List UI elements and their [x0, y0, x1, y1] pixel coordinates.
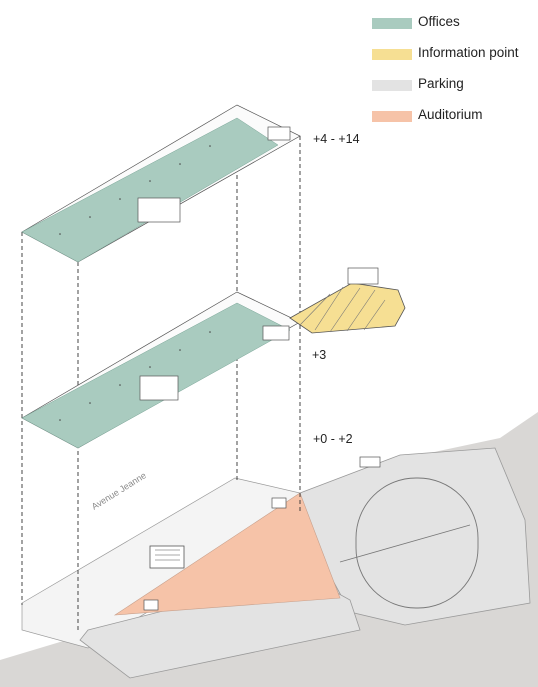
legend-label-auditorium: Auditorium — [418, 107, 483, 122]
stair-core-back — [271, 497, 287, 509]
office-floor-middle — [21, 267, 406, 449]
swatch-auditorium — [372, 111, 412, 122]
street-label: Avenue Jeanne — [90, 470, 148, 512]
stair-core-right — [359, 456, 381, 468]
information-point-area — [289, 282, 406, 334]
track-axis — [339, 524, 471, 563]
swatch-parking — [372, 80, 412, 91]
core-upper-right — [267, 126, 291, 141]
oval-track — [355, 477, 479, 609]
core-middle — [139, 375, 179, 401]
level-label-middle: +3 — [312, 348, 327, 362]
legend-label-parking: Parking — [418, 76, 464, 91]
office-floor-upper — [21, 104, 301, 263]
auditorium-area — [113, 492, 341, 616]
core-middle-right — [262, 325, 290, 341]
level-label-upper: +4 - +14 — [313, 132, 360, 146]
column-marks — [59, 145, 211, 421]
info-point-core — [347, 267, 379, 285]
legend-label-offices: Offices — [418, 14, 460, 29]
legend-label-information-point: Information point — [418, 45, 519, 60]
office-area-upper — [21, 117, 279, 263]
swatch-offices — [372, 18, 412, 29]
office-area-middle — [21, 302, 291, 449]
core-upper — [137, 197, 181, 223]
stair-core-ground — [149, 545, 185, 569]
stair-core-front — [143, 599, 159, 611]
ground-floor-plan: Avenue Jeanne — [21, 447, 531, 679]
level-label-lower: +0 - +2 — [313, 432, 353, 446]
swatch-information-point — [372, 49, 412, 60]
